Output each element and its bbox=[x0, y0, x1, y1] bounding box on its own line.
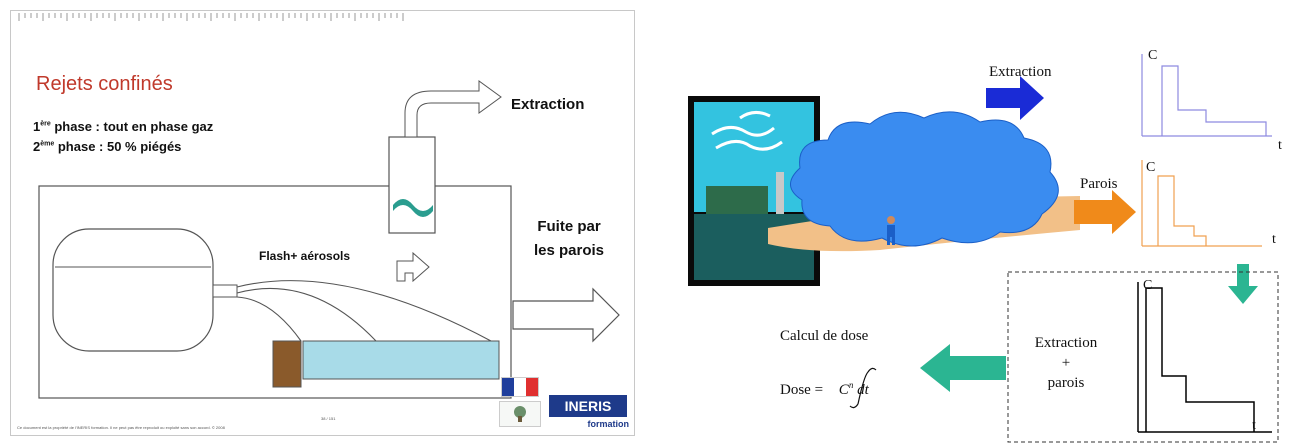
jet-upper bbox=[236, 280, 492, 342]
combined-label-plus: + bbox=[1061, 355, 1071, 371]
building-chimney bbox=[776, 172, 784, 216]
graph3-x-axis-label: t bbox=[1252, 418, 1256, 433]
extraction-label: Extraction bbox=[511, 96, 585, 113]
extraction-graph bbox=[1141, 54, 1272, 137]
building-structure bbox=[706, 186, 768, 216]
jet-lower bbox=[236, 296, 302, 342]
jet-middle bbox=[236, 287, 377, 342]
building-steam bbox=[711, 111, 783, 151]
extraction-graph-label: Extraction bbox=[989, 64, 1052, 80]
green-left-arrow-icon bbox=[920, 344, 1006, 392]
liquid-pool bbox=[302, 340, 500, 380]
room-diagram bbox=[38, 80, 620, 399]
footer-text: Ce document est la propriété de l'INERIS… bbox=[17, 425, 225, 430]
dose-title: Calcul de dose bbox=[780, 328, 869, 344]
graph3-y-axis-label: C bbox=[1143, 278, 1153, 293]
dose-formula-exponent: n bbox=[848, 380, 854, 390]
leak-arrow bbox=[512, 287, 620, 343]
ineris-logo: INERIS formation bbox=[549, 395, 629, 435]
person-icon bbox=[887, 216, 895, 245]
extraction-outlet-arrow bbox=[404, 80, 502, 138]
walls-graph bbox=[1141, 160, 1262, 247]
leak-label-line1: Fuite par bbox=[537, 218, 601, 235]
graph2-x-axis-label: t bbox=[1272, 232, 1276, 247]
graph2-y-axis-label: C bbox=[1146, 160, 1156, 175]
ministry-seal-icon bbox=[499, 401, 541, 427]
dose-formula-integrand: C bbox=[838, 382, 849, 398]
tank bbox=[52, 228, 214, 352]
combined-label-line2: parois bbox=[1047, 375, 1085, 391]
graph1-y-axis-label: C bbox=[1148, 48, 1158, 63]
room-outline bbox=[38, 185, 512, 399]
combined-graph bbox=[1137, 282, 1272, 433]
flash-label: Flash+ aérosols bbox=[259, 249, 351, 263]
leak-label: Fuite par les parois bbox=[519, 215, 619, 263]
combined-label-line1: Extraction bbox=[1034, 335, 1098, 351]
combined-box bbox=[1007, 271, 1279, 443]
dose-formula: Dose = Cn dt bbox=[780, 380, 869, 399]
dose-formula-prefix: Dose = bbox=[780, 382, 827, 398]
graph1-x-axis-label: t bbox=[1278, 138, 1282, 153]
slide-confined-releases: Rejets confinés 1ère phase : tout en pha… bbox=[10, 10, 635, 436]
page-number: 38 / 151 bbox=[321, 416, 336, 421]
ineris-logo-subtext: formation bbox=[587, 419, 630, 429]
integral-sign bbox=[849, 367, 877, 409]
extraction-arrow-icon bbox=[986, 76, 1044, 120]
ruler bbox=[18, 13, 404, 21]
tank-nozzle bbox=[212, 284, 238, 298]
extraction-duct bbox=[388, 136, 436, 234]
ineris-logo-text: INERIS bbox=[549, 395, 627, 417]
flash-arrow bbox=[396, 251, 430, 283]
walls-graph-label: Parois bbox=[1080, 176, 1118, 192]
release-diagram bbox=[688, 54, 1279, 443]
french-flag-icon bbox=[501, 377, 539, 397]
slide-title: Rejets confinés bbox=[36, 73, 173, 95]
leak-label-line2: les parois bbox=[533, 242, 605, 259]
combined-label: Extraction + parois bbox=[1018, 330, 1114, 396]
toxic-cloud bbox=[790, 111, 1059, 247]
dose-formula-suffix: dt bbox=[853, 382, 869, 398]
bund-wall bbox=[272, 340, 302, 388]
green-down-arrow-icon bbox=[1228, 264, 1258, 304]
phase-one: 1ère phase : tout en phase gaz bbox=[33, 119, 214, 134]
extraction-fan bbox=[393, 199, 433, 217]
phase-two: 2ème phase : 50 % piégés bbox=[33, 139, 182, 154]
walls-arrow-icon bbox=[1074, 190, 1136, 234]
